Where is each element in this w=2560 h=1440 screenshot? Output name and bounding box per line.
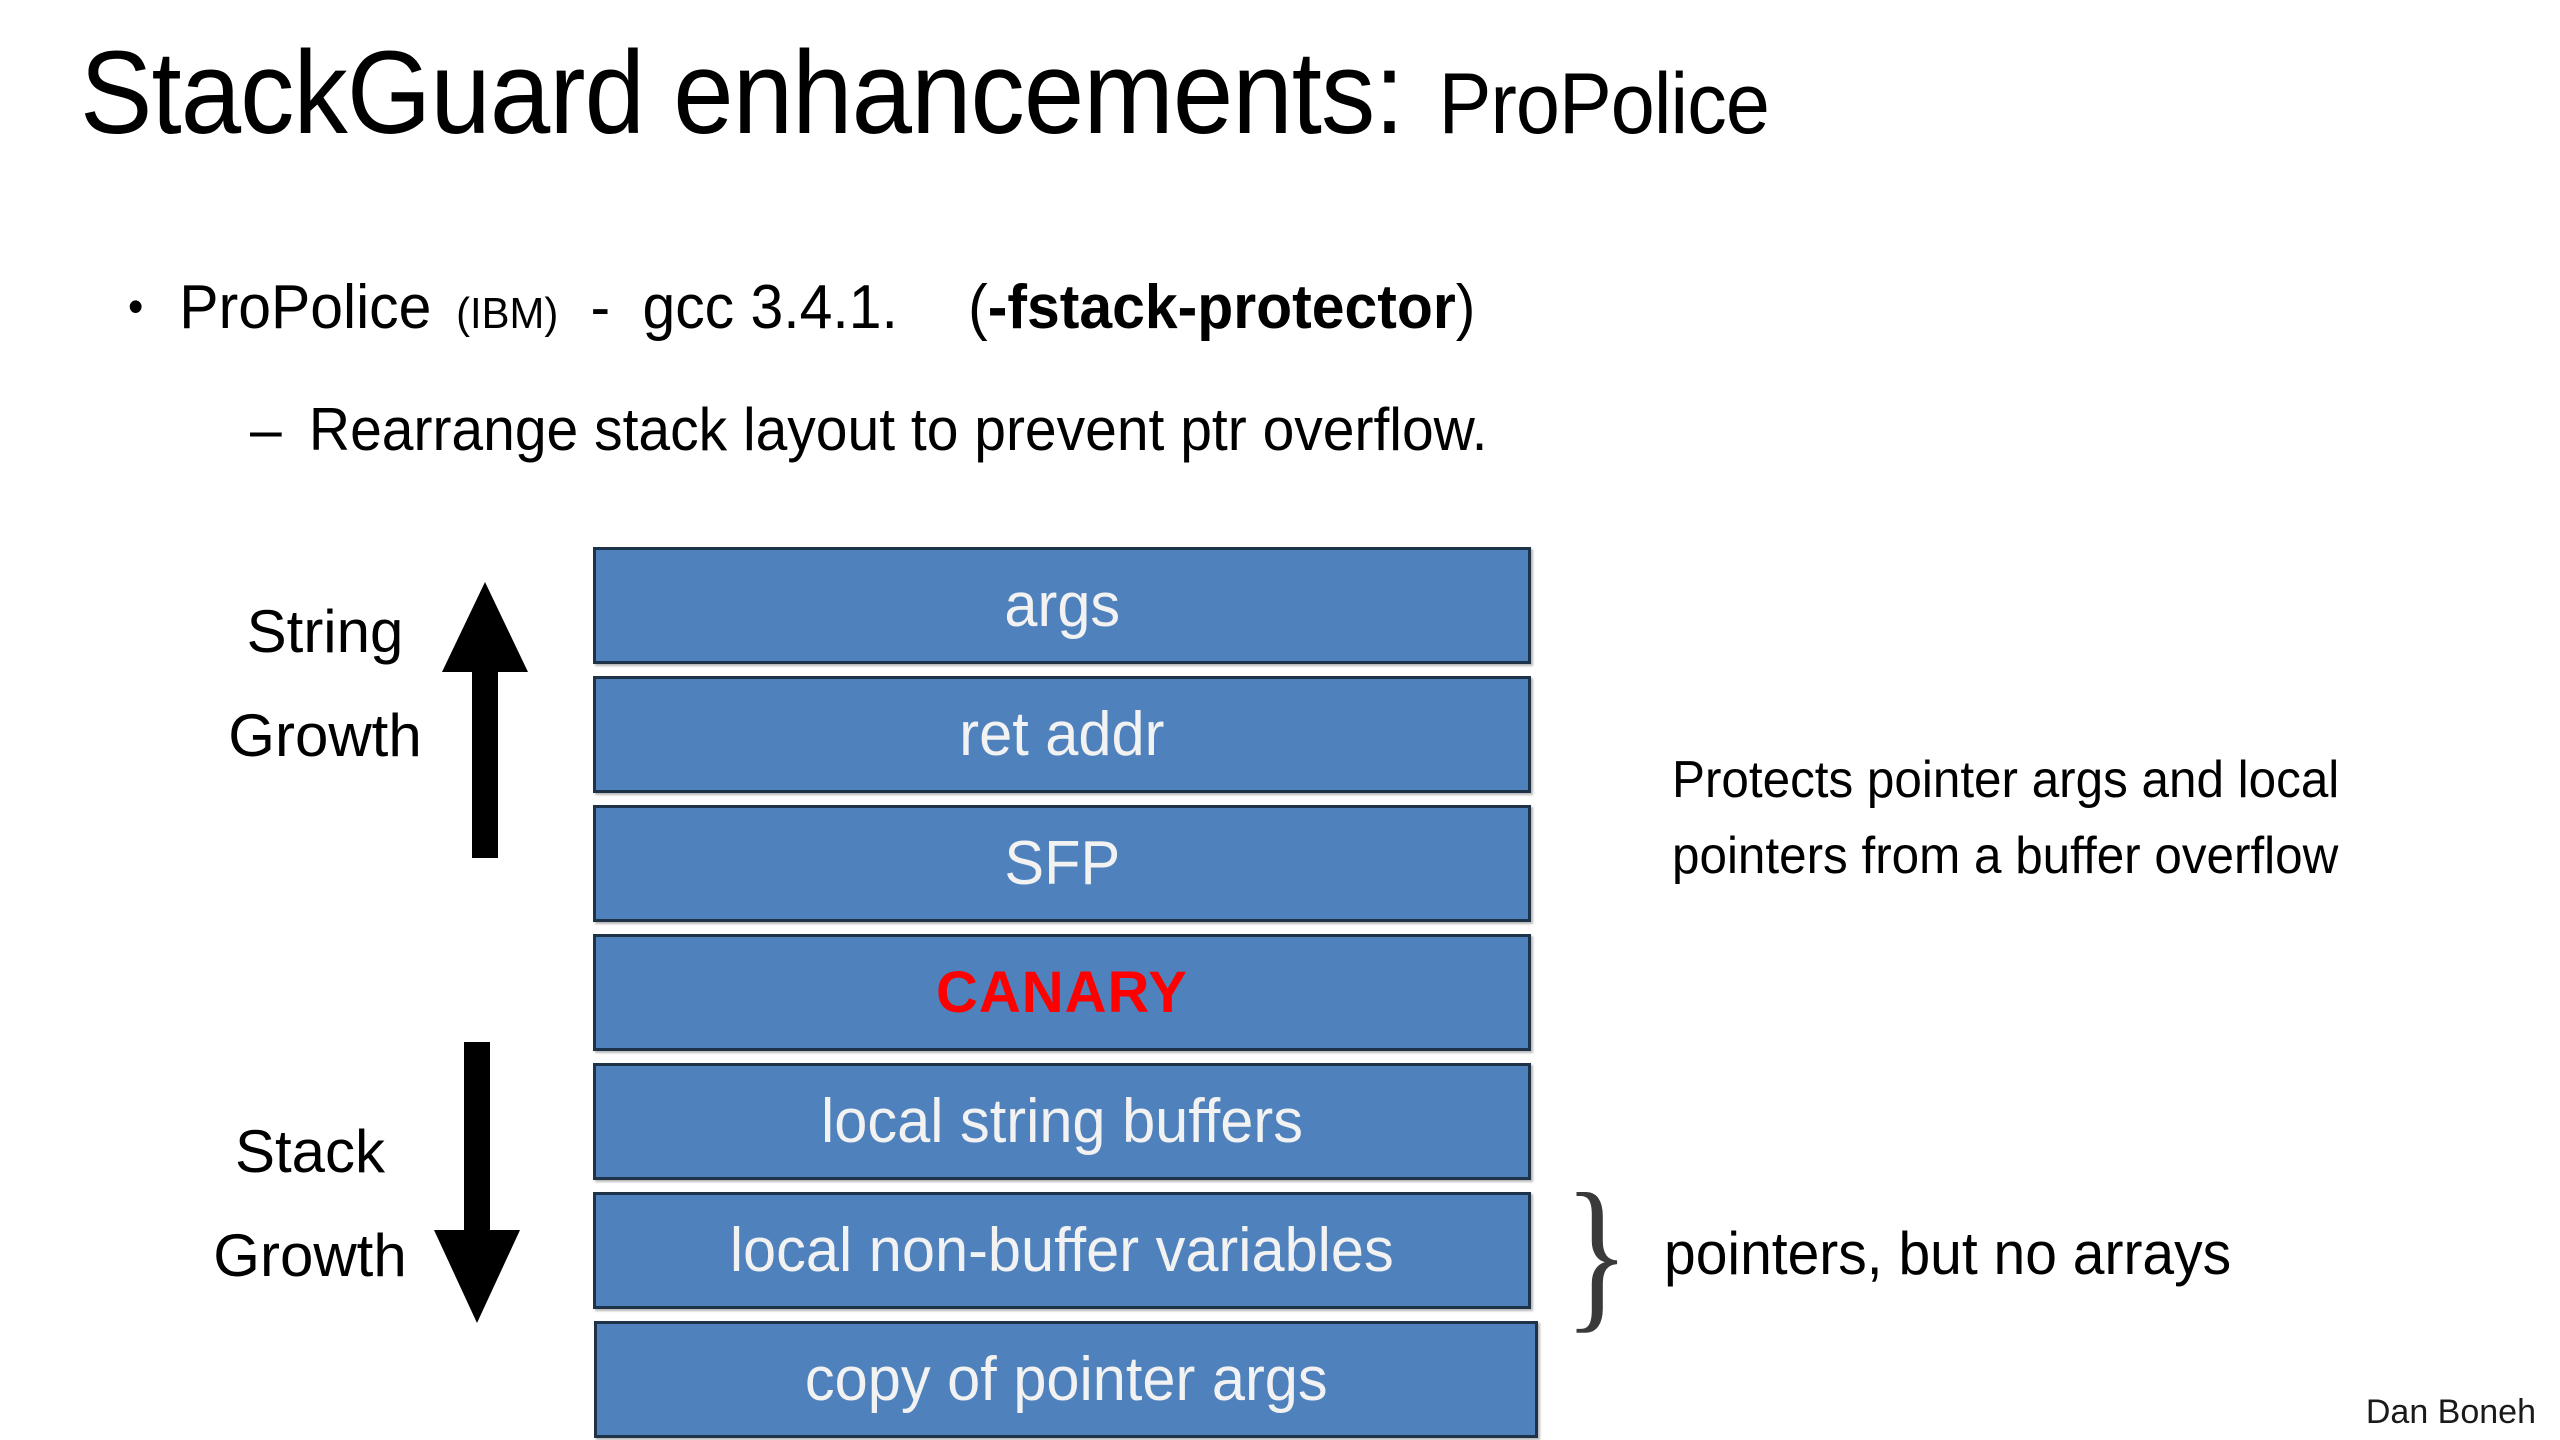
arrow-down-icon [432, 1040, 522, 1330]
stack-box-label: args [1004, 571, 1120, 640]
pointers-brace-annotation: } pointers, but no arrays [1556, 1159, 2261, 1347]
stack-box-label: ret addr [959, 700, 1165, 769]
page-title-main: StackGuard enhancements: [80, 27, 1405, 159]
string-growth-label: String Growth [180, 580, 470, 788]
bullet-item-rearrange: –Rearrange stack layout to prevent ptr o… [250, 395, 1488, 464]
stack-box-local-string-buffers: local string buffers [593, 1063, 1531, 1180]
protects-annotation-line2: pointers from a buffer overflow [1672, 827, 2339, 885]
string-growth-line2: Growth [228, 702, 422, 769]
stack-box-args: args [593, 547, 1531, 664]
arrow-up-icon [440, 580, 530, 865]
string-growth-line1: String [246, 598, 404, 665]
stack-box-label: local string buffers [821, 1087, 1303, 1156]
curly-brace-icon: } [1564, 1159, 1630, 1347]
stack-growth-line1: Stack [234, 1118, 386, 1185]
stack-box-copy-of-pointer-args: copy of pointer args [594, 1321, 1538, 1438]
stack-box-label: SFP [1004, 829, 1120, 898]
sub-bullet-text: Rearrange stack layout to prevent ptr ov… [308, 396, 1488, 463]
stack-box-label-canary: CANARY [936, 960, 1188, 1025]
stack-box-label: local non-buffer variables [730, 1216, 1394, 1285]
footer-credit: Dan Boneh [2365, 1393, 2536, 1431]
stack-box-local-non-buffer-variables: local non-buffer variables [593, 1192, 1531, 1309]
stack-layout-diagram: args ret addr SFP CANARY local string bu… [593, 547, 1539, 1438]
stack-box-sfp: SFP [593, 805, 1531, 922]
sub-bullet-marker-icon: – [250, 396, 282, 463]
bullet-marker-icon: • [128, 280, 144, 332]
stack-box-label: copy of pointer args [804, 1345, 1328, 1414]
bullet-propolice-compiler: gcc 3.4.1. [642, 273, 898, 342]
bullet-flag-close-paren: ) [1455, 273, 1476, 342]
bullet-item-propolice: • ProPolice (IBM)-gcc 3.4.1. (-fstack-prote… [128, 272, 1475, 343]
bullet-propolice-org: (IBM) [456, 289, 559, 338]
pointers-brace-text: pointers, but no arrays [1663, 1219, 2231, 1287]
page-title: StackGuard enhancements: ProPolice [80, 18, 2306, 168]
stack-box-canary: CANARY [593, 934, 1531, 1051]
bullet-propolice-dash: - [590, 273, 611, 342]
bullet-compiler-flag: -fstack-protector [987, 273, 1456, 342]
stack-growth-label: Stack Growth [150, 1100, 470, 1308]
page-title-subject: ProPolice [1438, 56, 1770, 152]
protects-annotation: Protects pointer args and local pointers… [1672, 742, 2470, 894]
protects-annotation-line1: Protects pointer args and local [1672, 751, 2340, 809]
bullet-flag-open-paren: ( [968, 273, 988, 342]
bullet-propolice-name: ProPolice [179, 273, 432, 342]
stack-growth-line2: Growth [213, 1222, 407, 1289]
stack-box-ret-addr: ret addr [593, 676, 1531, 793]
